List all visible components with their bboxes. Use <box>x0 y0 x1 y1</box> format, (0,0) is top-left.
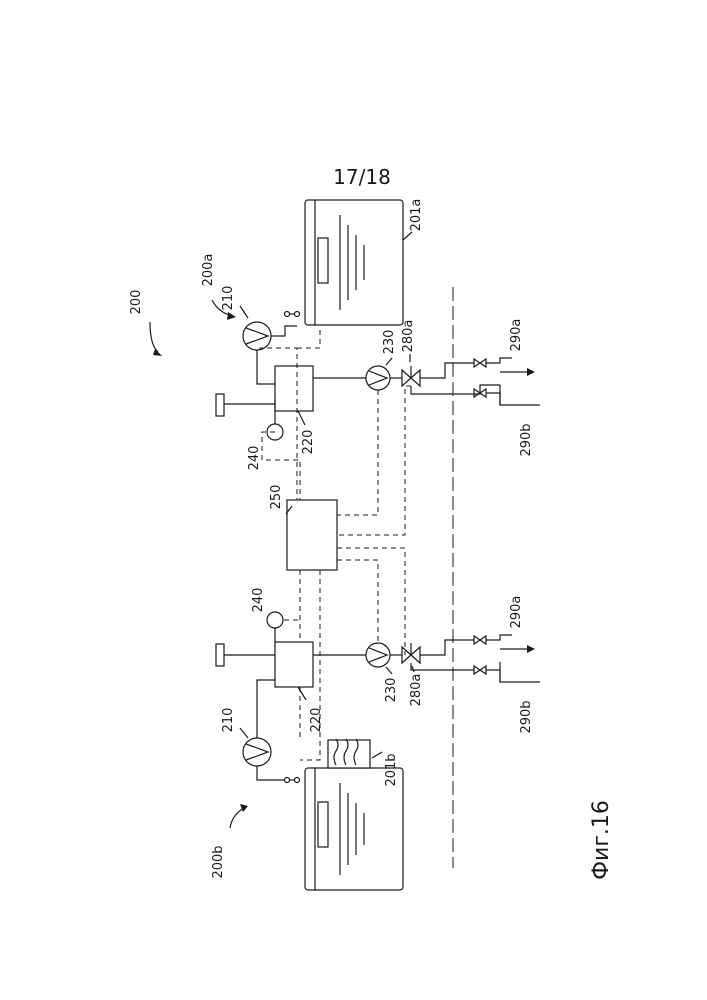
label-unit-220b: 220 <box>309 708 324 733</box>
vent-b <box>216 644 224 666</box>
label-tank-201b: 201b <box>384 753 399 786</box>
label-controller-250: 250 <box>269 485 284 510</box>
control-line-tank-201a <box>297 326 320 348</box>
sensor-240b <box>267 612 283 628</box>
label-unit-220a: 220 <box>301 430 316 455</box>
outlet-arrow-a1 <box>527 368 535 376</box>
small-valve-a1 <box>474 359 486 367</box>
fitting-a-1 <box>285 312 290 317</box>
fitting-b-1 <box>285 778 290 783</box>
leader-210a <box>240 306 248 318</box>
fitting-a-2 <box>295 312 300 317</box>
pipe-pump-to-tank-a <box>271 326 297 336</box>
pipe-valve-to-290a-b <box>420 640 474 655</box>
pump-230a <box>366 366 390 390</box>
outlet-290b-b <box>486 670 540 682</box>
outlet-arrow-b1 <box>527 645 535 653</box>
page-number: 17/18 <box>333 165 391 189</box>
system-arrow <box>150 322 158 352</box>
unit-220b <box>275 642 313 687</box>
leader-220a <box>298 411 305 425</box>
label-pump-230b: 230 <box>384 678 399 703</box>
label-pump-210a: 210 <box>221 286 236 311</box>
leader-201b <box>372 752 382 758</box>
leader-230a <box>386 358 392 365</box>
control-line-valve-280a-a <box>337 386 411 535</box>
leader-280a-b <box>412 666 414 672</box>
pipe-valve-to-290a-a <box>420 363 474 378</box>
system-arrowhead <box>153 349 162 356</box>
label-valve-280a-a: 280a <box>401 320 416 353</box>
label-system: 200 <box>129 290 144 315</box>
label-tank-201a: 201a <box>409 199 424 232</box>
control-line-pump-230a <box>337 390 378 515</box>
control-line-pump-230a-b <box>337 560 378 645</box>
controller-250 <box>287 500 337 570</box>
pipe-pump-to-tank-b <box>257 766 285 780</box>
label-subsystem-b: 200b <box>211 845 226 878</box>
vent-a <box>216 394 224 416</box>
label-subsystem-a: 200a <box>201 254 216 287</box>
label-valve-280a-b: 280a <box>409 674 424 707</box>
pipe-290a-b <box>486 635 512 640</box>
unit-220a <box>275 366 313 411</box>
heater-201b <box>328 739 370 768</box>
pump-210b <box>243 738 271 766</box>
control-line-valve-280a-b <box>337 548 405 655</box>
subsystem-b-arrow <box>230 808 244 828</box>
pipe-unit-to-pump-b <box>257 680 275 738</box>
figure-caption: Фиг.16 <box>589 800 614 880</box>
label-sensor-240b: 240 <box>251 588 266 613</box>
pump-230b <box>366 643 390 667</box>
fitting-b-2 <box>295 778 300 783</box>
small-valve-b1 <box>474 636 486 644</box>
leader-201a <box>403 232 412 240</box>
tank-201a <box>305 200 403 325</box>
outlet-290b-a <box>486 393 540 405</box>
subsystem-b-arrowhead <box>240 804 248 812</box>
label-outlet-290b-a: 290b <box>519 423 534 456</box>
pipe-290a-a <box>486 358 512 363</box>
label-outlet-290a-b: 290a <box>509 596 524 629</box>
leader-220b <box>298 687 306 700</box>
leader-230b <box>386 667 392 674</box>
label-sensor-240a: 240 <box>247 446 262 471</box>
small-valve-b2 <box>474 666 486 674</box>
leader-210b <box>240 728 248 738</box>
label-pump-210b: 210 <box>221 708 236 733</box>
pipe-pump-to-unit-a <box>257 350 275 384</box>
label-outlet-290b-b: 290b <box>519 700 534 733</box>
label-outlet-290a-a: 290a <box>509 319 524 352</box>
valve-280a-a <box>402 366 420 386</box>
label-pump-230a: 230 <box>382 330 397 355</box>
subsystem-a-arrowhead <box>227 312 236 320</box>
pump-210a <box>243 322 271 350</box>
